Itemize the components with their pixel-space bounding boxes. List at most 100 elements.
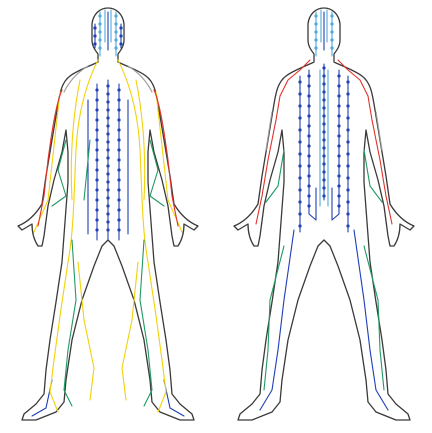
acupoint-dot <box>114 30 117 33</box>
acupoint-dot <box>106 84 109 87</box>
acupoint-dot <box>95 228 98 231</box>
acupoint-dot <box>307 124 310 127</box>
acupoint-dot <box>337 134 340 137</box>
acupoint-dot <box>114 22 117 25</box>
acupoint-dot <box>119 42 122 45</box>
acupoint-dot <box>314 38 317 41</box>
acupoint-dot <box>337 144 340 147</box>
acupoint-dot <box>95 188 98 191</box>
acupoint-dot <box>95 178 98 181</box>
acupoint-dot <box>298 212 301 215</box>
acupoint-dot <box>98 30 101 33</box>
front-view-figure <box>18 8 198 420</box>
acupoint-dot <box>322 146 325 149</box>
acupoint-dot <box>298 164 301 167</box>
acupoint-dot <box>314 14 317 17</box>
acupoint-dot <box>95 108 98 111</box>
acupoint-dot <box>307 204 310 207</box>
acupoint-dot <box>106 92 109 95</box>
acupoint-dot <box>106 212 109 215</box>
acupoint-dot <box>106 116 109 119</box>
acupoint-dot <box>337 74 340 77</box>
acupoint-dot <box>106 180 109 183</box>
acupoint-dot <box>314 46 317 49</box>
acupoint-dot <box>117 98 120 101</box>
acupoint-dot <box>330 46 333 49</box>
acupoint-dot <box>117 168 120 171</box>
acupoint-dot <box>106 132 109 135</box>
acupoint-dot <box>337 94 340 97</box>
acupoint-dot <box>106 124 109 127</box>
acupoint-dot <box>117 108 120 111</box>
acupoint-dot <box>298 224 301 227</box>
acupoint-dot <box>298 152 301 155</box>
acupoint-dot <box>307 84 310 87</box>
acupoint-dot <box>117 138 120 141</box>
acupoint-dot <box>95 128 98 131</box>
acupoint-dot <box>307 74 310 77</box>
acupoint-dot <box>117 188 120 191</box>
acupoint-dot <box>307 144 310 147</box>
acupoint-dot <box>337 84 340 87</box>
acupoint-dot <box>346 104 349 107</box>
acupoint-dot <box>307 164 310 167</box>
acupoint-dot <box>346 224 349 227</box>
acupoint-dot <box>298 104 301 107</box>
acupoint-dot <box>298 176 301 179</box>
acupoint-dot <box>117 178 120 181</box>
acupoint-dot <box>346 164 349 167</box>
acupoint-dot <box>95 168 98 171</box>
acupoint-dot <box>114 14 117 17</box>
acupoint-dot <box>307 184 310 187</box>
acupoint-dot <box>298 140 301 143</box>
acupoint-dot <box>346 152 349 155</box>
acupoint-dot <box>346 116 349 119</box>
acupoint-dot <box>346 176 349 179</box>
acupoint-dot <box>106 188 109 191</box>
acupoint-dot <box>298 200 301 203</box>
acupoint-dot <box>322 186 325 189</box>
acupoint-dot <box>106 108 109 111</box>
acupoint-dot <box>98 46 101 49</box>
acupoint-dot <box>298 116 301 119</box>
acupoint-dot <box>98 22 101 25</box>
acupoint-dot <box>106 204 109 207</box>
acupoint-dot <box>98 14 101 17</box>
acupoint-dot <box>322 194 325 197</box>
acupoint-dot <box>93 34 96 37</box>
acupoint-dot <box>322 82 325 85</box>
acupoint-dot <box>330 30 333 33</box>
acupoint-dot <box>117 208 120 211</box>
acupoint-dot <box>322 130 325 133</box>
acupoint-dot <box>330 38 333 41</box>
acupoint-dot <box>114 38 117 41</box>
acupoint-dot <box>322 178 325 181</box>
acupoint-dot <box>298 188 301 191</box>
acupoint-dot <box>117 228 120 231</box>
back-view-figure <box>234 8 414 420</box>
acupoint-dot <box>346 92 349 95</box>
acupoint-dot <box>346 80 349 83</box>
acupoint-dot <box>298 92 301 95</box>
acupoint-dot <box>330 14 333 17</box>
acupoint-dot <box>95 98 98 101</box>
acupoint-dot <box>93 26 96 29</box>
acupoint-dot <box>337 124 340 127</box>
acupoint-dot <box>106 220 109 223</box>
acupoint-dot <box>322 114 325 117</box>
acupoint-dot <box>95 148 98 151</box>
acupoint-dot <box>114 46 117 49</box>
acupoint-dot <box>322 90 325 93</box>
acupoint-dot <box>322 162 325 165</box>
acupoint-dot <box>106 164 109 167</box>
acupoint-dot <box>117 158 120 161</box>
acupoint-dot <box>307 94 310 97</box>
acupoint-dot <box>119 26 122 29</box>
acupoint-dot <box>95 208 98 211</box>
acupoint-dot <box>117 198 120 201</box>
back-meridian-lines <box>256 10 392 410</box>
acupoint-dot <box>106 148 109 151</box>
acupoint-dot <box>98 38 101 41</box>
acupoint-dot <box>337 104 340 107</box>
